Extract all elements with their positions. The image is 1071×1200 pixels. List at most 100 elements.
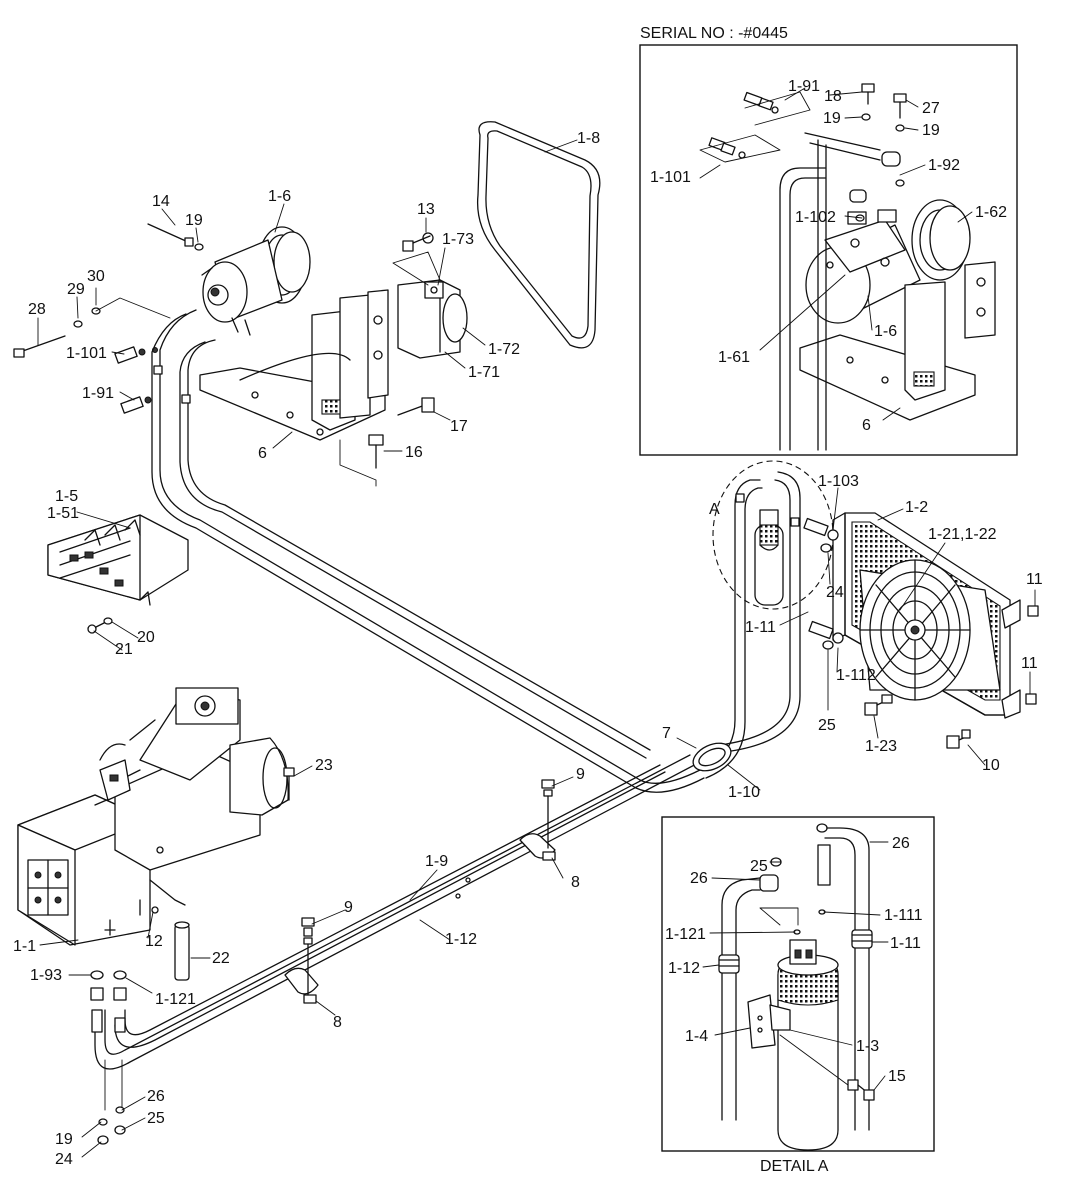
callout-1-61: 1-61 [718, 349, 750, 366]
callout-6: 6 [258, 445, 267, 462]
clamp-8-upper [519, 833, 556, 861]
compressor [201, 226, 311, 336]
inset-bolt-18 [861, 83, 875, 105]
receiver-drier-small [754, 509, 784, 606]
callout-1-73: 1-73 [442, 231, 474, 248]
callout-1-112: 1-112 [836, 667, 876, 684]
callout-1-21-1-22: 1-21,1-22 [928, 526, 997, 543]
callout-11-top: 11 [1026, 571, 1043, 588]
o-ring-24 [820, 543, 832, 553]
callout-16: 16 [405, 444, 423, 461]
line-marker [465, 877, 471, 883]
callout-25-detail: 25 [750, 858, 768, 875]
detail-hoses [718, 827, 873, 1131]
serial-inset-frame [639, 44, 1018, 456]
clamp-7 [692, 742, 732, 772]
leader-lines [37, 87, 1036, 1158]
compressor-bracket [199, 289, 389, 441]
callout-9-upper: 9 [576, 766, 585, 783]
detail-bolt-15 [847, 1079, 875, 1101]
callout-28: 28 [28, 301, 46, 318]
detail-a-frame [661, 816, 935, 1152]
callout-11-bottom: 11 [1021, 655, 1038, 672]
callout-23: 23 [315, 757, 333, 774]
inset-hoses [779, 132, 881, 451]
callout-13: 13 [417, 201, 435, 218]
callout-labels: 1-8 1-6 14 19 13 1-73 29 30 28 1-101 1-9… [13, 78, 1043, 1168]
callout-1-101: 1-101 [66, 345, 107, 362]
detail-washer-25a [816, 823, 828, 833]
inset-washer-19a [861, 113, 871, 121]
callout-26-detail-a: 26 [892, 835, 910, 852]
bolt-23 [283, 767, 295, 801]
line-marker [455, 893, 461, 899]
callout-30: 30 [87, 268, 105, 285]
inset-fitting-1-91 [743, 91, 779, 114]
callout-1-93: 1-93 [30, 967, 62, 984]
detail-a-marker: A [709, 501, 720, 518]
detail-receiver-drier [777, 939, 839, 1151]
callout-1-10: 1-10 [728, 784, 760, 801]
fitting-1-101 [114, 346, 158, 364]
callout-1-121-detail: 1-121 [665, 926, 706, 943]
inset-bracket [799, 261, 996, 421]
bolt-16 [368, 434, 384, 469]
callout-1-23: 1-23 [865, 738, 897, 755]
callout-27: 27 [922, 100, 940, 117]
callout-17: 17 [450, 418, 468, 435]
callout-1-6-inset: 1-6 [874, 323, 897, 340]
inset-block-1-102 [849, 189, 867, 222]
serial-number-label: SERIAL NO : -#0445 [640, 25, 788, 42]
callout-18: 18 [824, 88, 842, 105]
bolt-28 [13, 335, 66, 358]
callout-1-5: 1-5 [55, 488, 78, 505]
callout-12: 12 [145, 933, 163, 950]
bolt-10 [946, 729, 971, 749]
washer-29 [73, 320, 83, 328]
sleeve [790, 517, 800, 527]
hvac-unit [17, 687, 289, 946]
bracket-11-bottom [1001, 689, 1037, 719]
bolt-1-23 [864, 694, 893, 716]
callout-10: 10 [982, 757, 1000, 774]
callout-1-111: 1-111 [884, 907, 923, 924]
lower-fittings [90, 970, 127, 1145]
callout-24-lower: 24 [55, 1151, 73, 1168]
callout-1-11: 1-11 [745, 619, 776, 636]
callout-9-lower: 9 [344, 899, 353, 916]
callout-1-102: 1-102 [795, 209, 836, 226]
detail-bracket-1-4 [747, 994, 791, 1049]
sleeve [181, 394, 191, 404]
callout-8-lower: 8 [333, 1014, 342, 1031]
callout-1-121: 1-121 [155, 991, 196, 1008]
callout-15: 15 [888, 1068, 906, 1085]
callout-1-91: 1-91 [82, 385, 114, 402]
callout-1-51: 1-51 [47, 505, 79, 522]
washer-20 [103, 617, 113, 625]
bolt-9-lower [301, 917, 315, 996]
callout-1-8: 1-8 [577, 130, 600, 147]
callout-1-91-inset: 1-91 [788, 78, 820, 95]
fitting-1-112 [808, 620, 844, 644]
drain-hose-22 [174, 921, 190, 981]
detail-leader [759, 907, 799, 926]
clamp-8-lower [284, 967, 319, 1004]
callout-25-lower: 25 [147, 1110, 165, 1127]
callout-1-11-detail: 1-11 [890, 935, 921, 952]
inset-bolt-27 [893, 93, 907, 119]
callout-1-2: 1-2 [905, 499, 928, 516]
callout-1-12-detail: 1-12 [668, 960, 700, 977]
callout-1-72: 1-72 [488, 341, 520, 358]
o-ring-25 [822, 640, 834, 650]
callout-22: 22 [212, 950, 230, 967]
bolt-14 [147, 223, 194, 247]
callout-19-inset-b: 19 [922, 122, 940, 139]
callout-1-4: 1-4 [685, 1028, 708, 1045]
detail-a-title: DETAIL A [760, 1158, 829, 1175]
callout-8-upper: 8 [571, 874, 580, 891]
bolt-17 [397, 397, 435, 416]
callout-20: 20 [137, 629, 155, 646]
callout-24: 24 [826, 584, 844, 601]
callout-14: 14 [152, 193, 170, 210]
